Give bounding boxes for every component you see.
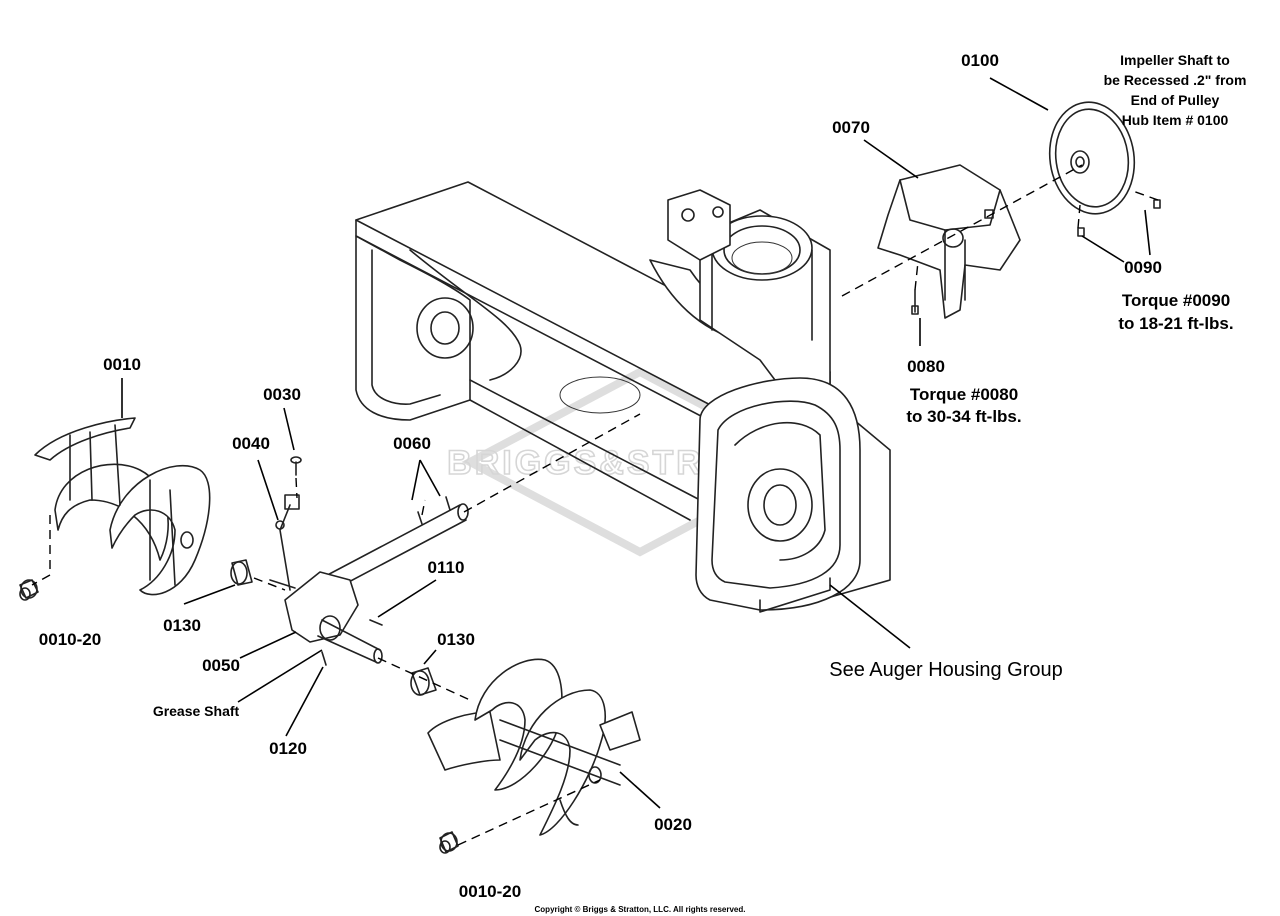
note-impeller-line-4: Hub Item # 0100 [1122, 112, 1229, 128]
note-impeller-line-2: be Recessed .2" from [1104, 72, 1247, 88]
callout-0010-20-bottom: 0010-20 [459, 882, 521, 901]
spacer-left [230, 559, 253, 586]
assembly-lines [31, 164, 1159, 846]
note-torque-0090-line-2: to 18-21 ft-lbs. [1118, 314, 1233, 333]
callout-0130-right: 0130 [437, 630, 475, 649]
spacer-right [410, 667, 437, 696]
auger-housing [355, 181, 891, 613]
note-see-auger-housing-group: See Auger Housing Group [829, 659, 1063, 681]
callout-0100: 0100 [961, 51, 999, 70]
callout-0080: 0080 [907, 357, 945, 376]
copyright-text: Copyright © Briggs & Stratton, LLC. All … [535, 905, 746, 914]
callout-0130-left: 0130 [163, 616, 201, 635]
note-torque-0090-line-1: Torque #0090 [1122, 291, 1230, 310]
note-torque-0080-line-1: Torque #0080 [910, 385, 1018, 404]
note-torque-0080-line-2: to 30-34 ft-lbs. [906, 407, 1021, 426]
callout-0040: 0040 [232, 434, 270, 453]
grease-fitting-bottom [439, 831, 459, 854]
auger-right [427, 658, 641, 836]
impeller-bolt [911, 289, 919, 315]
callout-0070: 0070 [832, 118, 870, 137]
note-impeller-line-3: End of Pulley [1131, 92, 1220, 108]
callout-0050: 0050 [202, 656, 240, 675]
impeller [877, 164, 1021, 319]
callout-labels: 0100 0070 0090 0080 0010 0030 0040 0060 … [39, 51, 1162, 901]
assembly-notes: Impeller Shaft to be Recessed .2" from E… [153, 52, 1247, 719]
hardware-small-parts [275, 456, 451, 666]
callout-0090: 0090 [1124, 258, 1162, 277]
leader-lines [121, 77, 1151, 809]
note-impeller-line-1: Impeller Shaft to [1120, 52, 1230, 68]
auger-left [34, 417, 211, 596]
note-grease-shaft: Grease Shaft [153, 703, 240, 719]
callout-0010: 0010 [103, 355, 141, 374]
pulley [1048, 101, 1136, 215]
callout-0110: 0110 [428, 558, 465, 577]
callout-0060: 0060 [393, 434, 431, 453]
callout-0030: 0030 [263, 385, 301, 404]
callout-0020: 0020 [654, 815, 692, 834]
callout-0120: 0120 [269, 739, 307, 758]
callout-0010-20-left: 0010-20 [39, 630, 101, 649]
